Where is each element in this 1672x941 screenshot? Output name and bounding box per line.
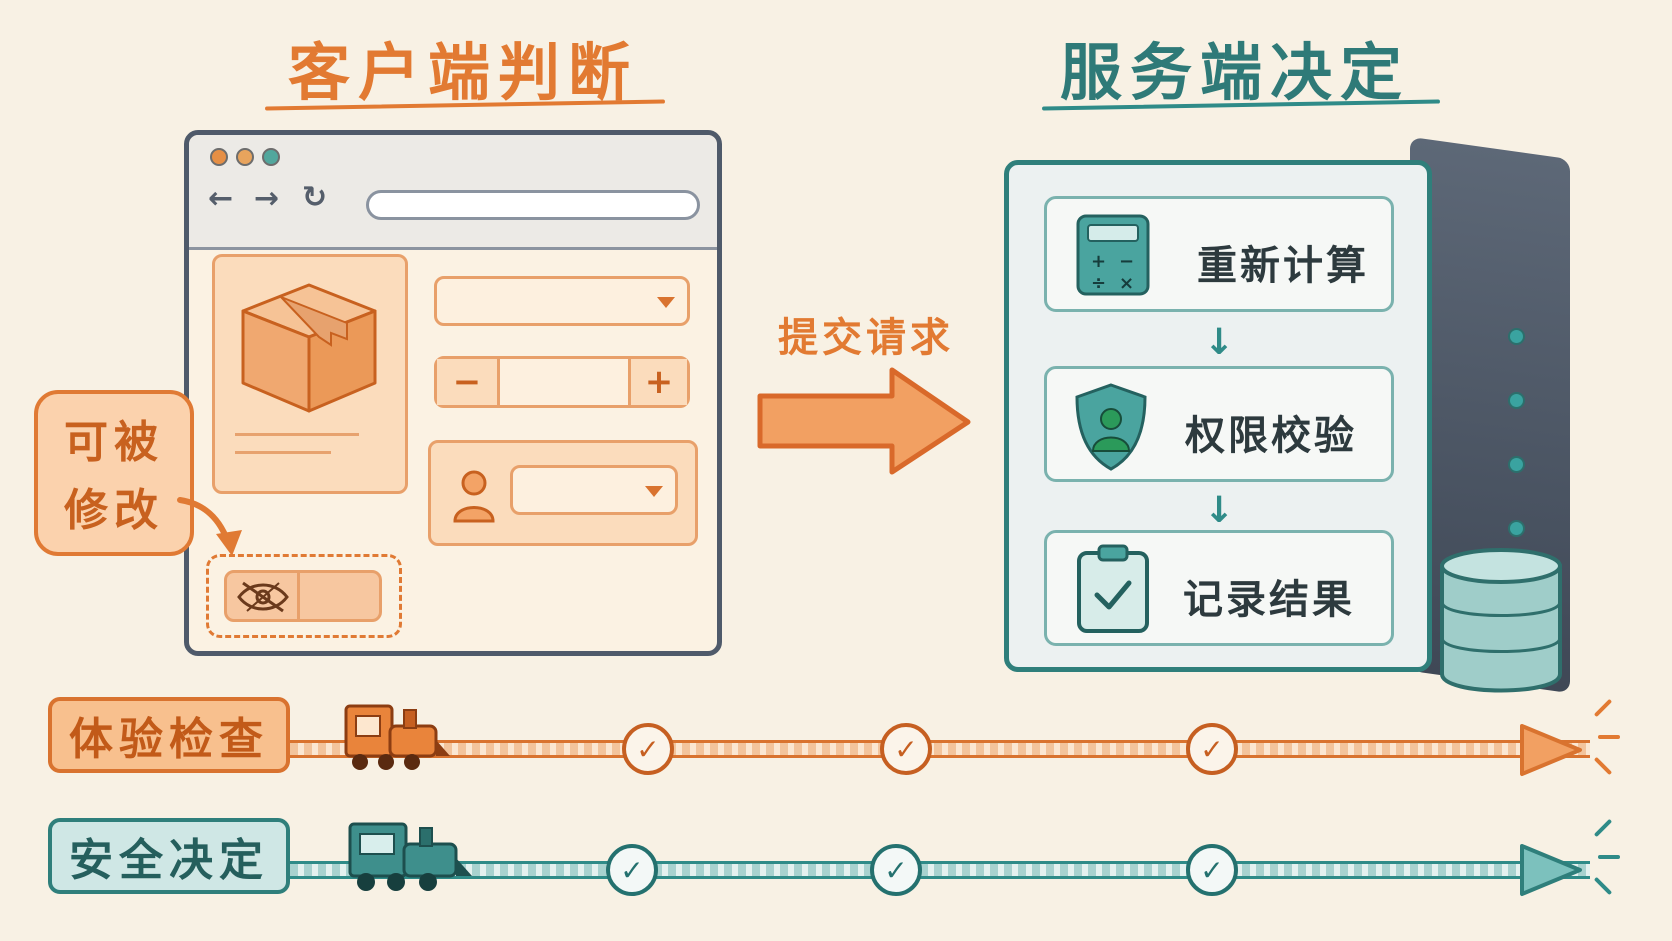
experience-check-label: 体验检查 (48, 697, 290, 773)
spark-icon (1593, 818, 1613, 838)
step-recalculate-label: 重新计算 (1197, 243, 1369, 289)
quantity-stepper[interactable]: − + (434, 356, 690, 408)
submit-arrow-icon (757, 367, 971, 475)
window-minimize-dot (236, 148, 254, 166)
spark-icon (1598, 855, 1620, 859)
svg-text:÷: ÷ (1091, 273, 1106, 294)
callout-line-1: 可被 (64, 417, 164, 468)
hidden-field[interactable] (224, 570, 382, 622)
spark-icon (1598, 735, 1620, 739)
step-record-result-label: 记录结果 (1183, 577, 1355, 623)
user-role-dropdown[interactable] (510, 465, 678, 515)
product-card (212, 254, 408, 494)
back-arrow-icon: ← (208, 181, 234, 216)
database-icon (1440, 548, 1562, 693)
calculator-icon: + − ÷ × (1076, 214, 1150, 296)
eye-crossed-icon (237, 581, 289, 613)
chevron-down-icon (657, 297, 675, 308)
hidden-field-icon-slot (227, 573, 300, 619)
down-arrow-icon: ↓ (1204, 490, 1235, 531)
svg-text:−: − (1119, 251, 1134, 272)
train-icon (348, 822, 472, 891)
user-icon (453, 470, 495, 523)
checkpoint-check-icon: ✓ (870, 844, 922, 896)
shield-user-icon (1075, 383, 1147, 471)
option-dropdown[interactable] (434, 276, 690, 326)
spark-icon (1593, 698, 1613, 718)
checkpoint-check-icon: ✓ (622, 723, 674, 775)
callout-line-2: 修改 (64, 485, 164, 536)
step-recalculate: + − ÷ × 重新计算 (1044, 196, 1394, 312)
hidden-field-outline (206, 554, 402, 638)
minus-icon[interactable]: − (437, 359, 500, 405)
window-maximize-dot (262, 148, 280, 166)
window-close-dot (210, 148, 228, 166)
checkpoint-check-icon: ✓ (880, 723, 932, 775)
checkpoint-check-icon: ✓ (1186, 844, 1238, 896)
server-led (1510, 458, 1523, 471)
forward-arrow-icon: → (254, 181, 280, 216)
product-text-line (235, 451, 331, 454)
down-arrow-icon: ↓ (1204, 322, 1235, 363)
step-record-result: 记录结果 (1044, 530, 1394, 646)
address-bar (366, 190, 700, 220)
step-permission-check: 权限校验 (1044, 366, 1394, 482)
server-title: 服务端决定 (1060, 36, 1411, 109)
checkpoint-check-icon: ✓ (606, 844, 658, 896)
security-decision-label: 安全决定 (48, 818, 290, 894)
callout-arrow-icon (177, 497, 242, 556)
train-icon (344, 704, 450, 770)
clipboard-check-icon (1077, 544, 1149, 633)
plus-icon[interactable]: + (628, 359, 687, 405)
modifiable-callout: 可被 修改 (34, 390, 194, 556)
step-permission-check-label: 权限校验 (1185, 413, 1357, 459)
server-led (1510, 330, 1523, 343)
checkpoint-check-icon: ✓ (1186, 723, 1238, 775)
submit-request-label: 提交请求 (778, 315, 954, 361)
arrow-head-icon (1520, 844, 1582, 896)
chevron-down-icon (645, 486, 663, 497)
security-track (290, 861, 1590, 879)
box-icon (241, 283, 377, 413)
spark-icon (1593, 756, 1613, 776)
reload-icon: ↻ (302, 180, 328, 215)
server-led (1510, 522, 1523, 535)
svg-text:×: × (1119, 273, 1134, 294)
server-led (1510, 394, 1523, 407)
spark-icon (1593, 876, 1613, 896)
svg-text:+: + (1091, 251, 1106, 272)
product-text-line (235, 433, 359, 436)
arrow-head-icon (1520, 724, 1582, 776)
experience-track (290, 740, 1590, 758)
client-title: 客户端判断 (288, 36, 639, 109)
